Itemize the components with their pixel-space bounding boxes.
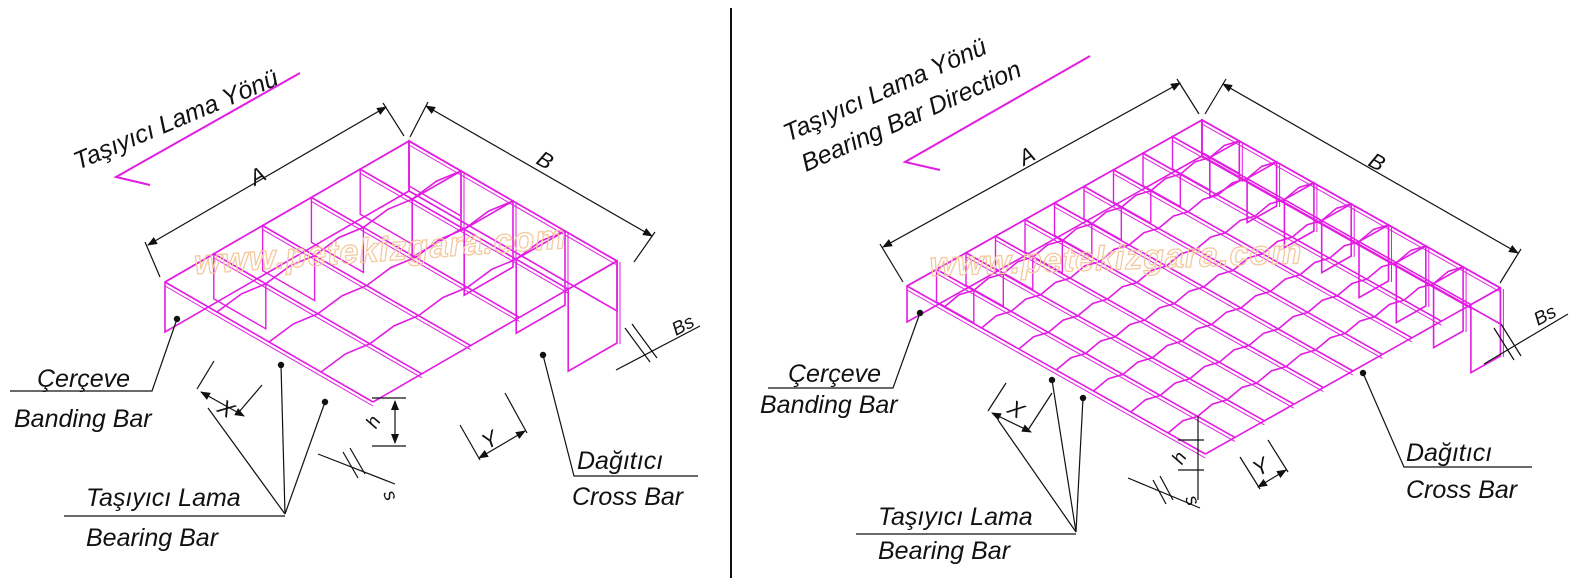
right-panel: www.petekizgara.com Taşıyıcı Lama Yönü B… bbox=[760, 33, 1569, 565]
right-dim-x-line bbox=[991, 412, 1032, 433]
left-dim-y: Y bbox=[477, 425, 503, 455]
right-banding-tr: Çerçeve bbox=[788, 360, 881, 388]
right-watermark: www.petekizgara.com bbox=[929, 233, 1303, 284]
left-dim-bs: Bs bbox=[668, 311, 698, 340]
left-watermark: www.petekizgara.com bbox=[193, 218, 568, 282]
right-bearing-en: Bearing Bar bbox=[878, 537, 1012, 565]
left-dim-a-line bbox=[147, 106, 387, 246]
left-dim-y-line bbox=[478, 430, 526, 459]
right-grating-drawing bbox=[906, 118, 1504, 459]
left-banding-leader bbox=[10, 318, 178, 392]
left-dim-b: B bbox=[533, 146, 558, 175]
left-dim-h: h bbox=[362, 412, 385, 432]
right-cross-tr: Dağıtıcı bbox=[1406, 439, 1492, 467]
left-dim-x-line bbox=[200, 391, 245, 417]
right-cross-leader bbox=[1362, 372, 1532, 468]
left-direction-label: Taşıyıcı Lama Yönü bbox=[69, 64, 282, 176]
left-cross-leader bbox=[542, 354, 698, 477]
left-bearing-en: Bearing Bar bbox=[86, 524, 220, 552]
right-bearing-tr: Taşıyıcı Lama bbox=[878, 503, 1033, 531]
right-banding-en: Banding Bar bbox=[760, 391, 899, 419]
left-cross-en: Cross Bar bbox=[572, 483, 685, 511]
left-dim-s: s bbox=[378, 488, 401, 505]
left-panel: www.petekizgara.com Taşıyıcı Lama Yönü A… bbox=[10, 64, 701, 552]
left-cross-tr: Dağıtıcı bbox=[577, 447, 663, 475]
right-dim-s: s bbox=[1180, 493, 1203, 510]
right-dim-bs: Bs bbox=[1530, 301, 1560, 330]
right-cross-en: Cross Bar bbox=[1406, 476, 1519, 504]
right-banding-leader bbox=[768, 312, 921, 389]
right-dim-h: h bbox=[1168, 448, 1191, 468]
left-banding-en: Banding Bar bbox=[14, 405, 153, 433]
right-dim-a: A bbox=[1013, 141, 1040, 171]
right-dim-a-line bbox=[882, 82, 1181, 248]
right-dim-y-line bbox=[1257, 469, 1287, 488]
left-dim-b-line bbox=[425, 105, 653, 237]
left-banding-tr: Çerçeve bbox=[37, 365, 130, 393]
right-dim-b-line bbox=[1222, 83, 1519, 254]
right-dim-b: B bbox=[1365, 148, 1390, 177]
left-bearing-tr: Taşıyıcı Lama bbox=[86, 484, 241, 512]
